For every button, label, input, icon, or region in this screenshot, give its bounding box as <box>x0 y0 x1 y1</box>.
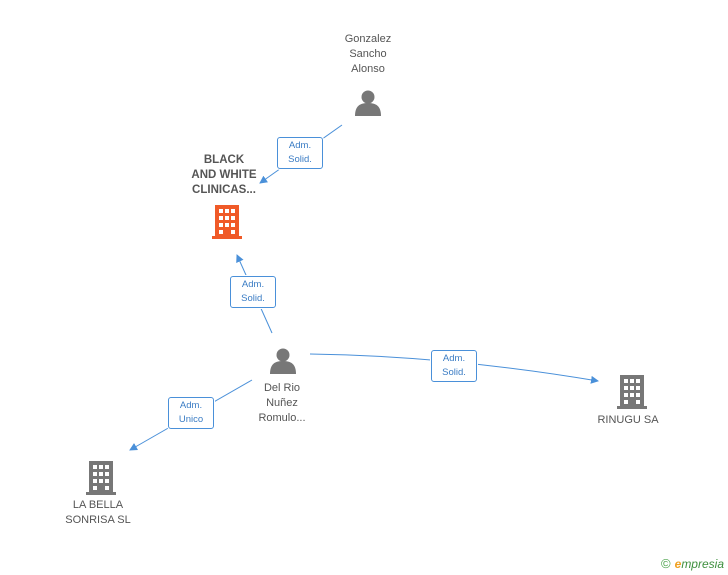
edge-label-line1: Adm. <box>179 400 203 411</box>
building-icon[interactable] <box>86 461 116 495</box>
edge-label-line1: Adm. <box>442 353 466 364</box>
edge-label-line1: Adm. <box>288 140 312 151</box>
edge-label-line2: Solid. <box>288 154 312 165</box>
edge-label-e2: Adm. Solid. <box>230 276 276 308</box>
edge-label-line2: Solid. <box>241 293 265 304</box>
person-icon[interactable] <box>355 90 381 117</box>
brand-e-letter: e <box>674 557 682 571</box>
node-label-black-white[interactable]: BLACK AND WHITE CLINICAS... <box>191 154 257 196</box>
empresia-logo[interactable]: ©empresia <box>661 556 724 571</box>
building-icon[interactable] <box>617 375 647 409</box>
edge-label-line2: Unico <box>178 414 204 425</box>
edge-label-e4: Adm. Unico <box>168 397 214 429</box>
node-label-gonzalez[interactable]: Gonzalez Sancho Alonso <box>344 33 392 75</box>
brand-name: mpresia <box>681 557 724 571</box>
copyright-icon: © <box>661 556 671 571</box>
node-label-rinugu[interactable]: RINUGU SA <box>597 414 659 426</box>
edge-label-e1: Adm. Solid. <box>277 137 323 169</box>
person-icon[interactable] <box>270 348 296 375</box>
node-label-del-rio[interactable]: Del Rio Nuñez Romulo... <box>258 382 306 424</box>
edge-label-line2: Solid. <box>442 367 466 378</box>
edge-label-e3: Adm. Solid. <box>431 350 477 382</box>
node-label-la-bella[interactable]: LA BELLA SONRISA SL <box>65 499 131 526</box>
edge-label-line1: Adm. <box>241 279 265 290</box>
building-icon[interactable] <box>212 205 242 239</box>
